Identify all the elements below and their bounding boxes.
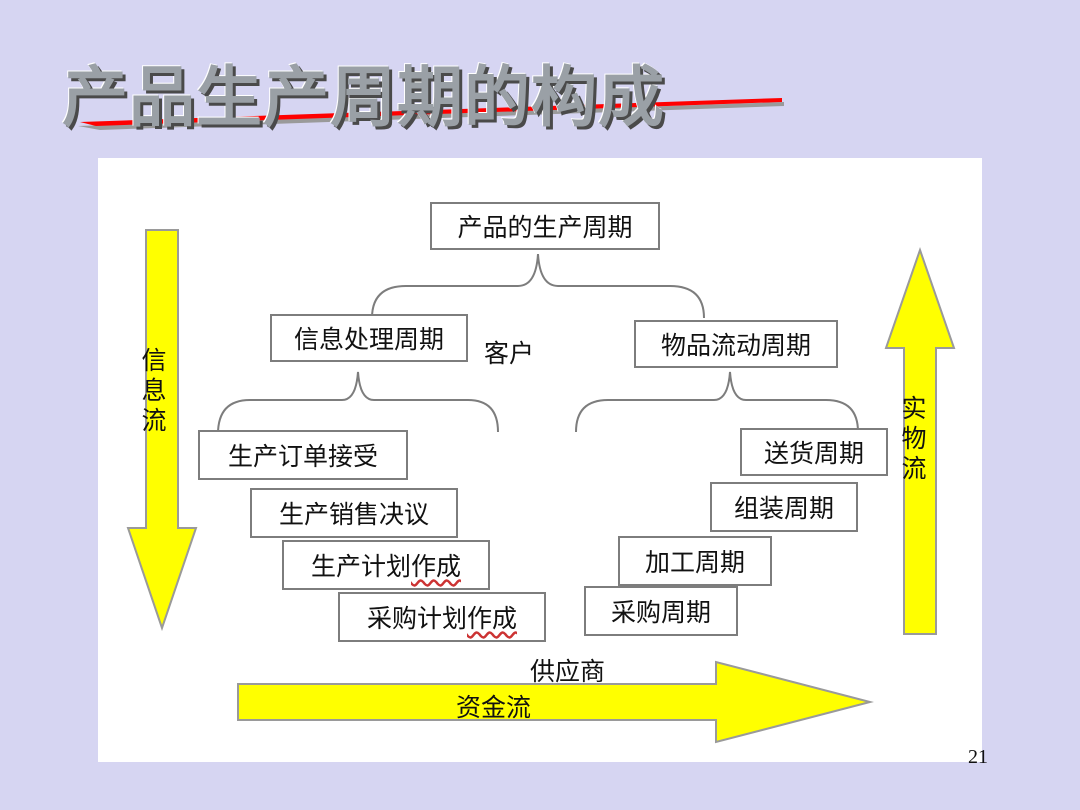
material-cycle-box: 物品流动周期	[634, 320, 838, 368]
root-box: 产品的生产周期	[430, 202, 660, 250]
title-underline	[78, 98, 784, 130]
cycle-diagram: 产品的生产周期 信息处理周期 客户 物品流动周期 生产订单接受 生产销售决议 生…	[98, 158, 982, 762]
info-step-2: 生产销售决议	[250, 488, 458, 538]
material-step-2: 组装周期	[710, 482, 858, 532]
material-step-3: 加工周期	[618, 536, 772, 586]
info-step-3: 生产计划作成	[282, 540, 490, 590]
customer-label: 客户	[484, 339, 535, 368]
info-step-1: 生产订单接受	[198, 430, 408, 480]
right-brace	[575, 371, 859, 433]
page-number: 21	[968, 746, 988, 768]
info-cycle-box: 信息处理周期	[270, 314, 468, 362]
info-step-4: 采购计划作成	[338, 592, 546, 642]
material-flow-label: 实物流	[901, 394, 927, 483]
diagram-graphics	[126, 229, 956, 744]
money-flow-arrow	[237, 660, 874, 744]
slide-title: 产品生产周期的构成	[62, 59, 665, 136]
spellcheck-underline: 作成	[411, 552, 462, 581]
info-flow-label: 信息流	[141, 346, 167, 435]
material-step-4: 采购周期	[584, 586, 738, 636]
left-brace	[217, 371, 499, 435]
material-flow-arrow	[884, 246, 956, 635]
material-step-1: 送货周期	[740, 428, 888, 476]
info-step-4-label: 采购计划作成	[366, 604, 518, 633]
spellcheck-underline: 作成	[467, 604, 518, 633]
info-flow-arrow	[126, 229, 198, 632]
supplier-label: 供应商	[530, 657, 606, 686]
info-step-3-label: 生产计划作成	[310, 552, 462, 581]
money-flow-label: 资金流	[456, 693, 532, 722]
top-brace	[371, 253, 705, 319]
